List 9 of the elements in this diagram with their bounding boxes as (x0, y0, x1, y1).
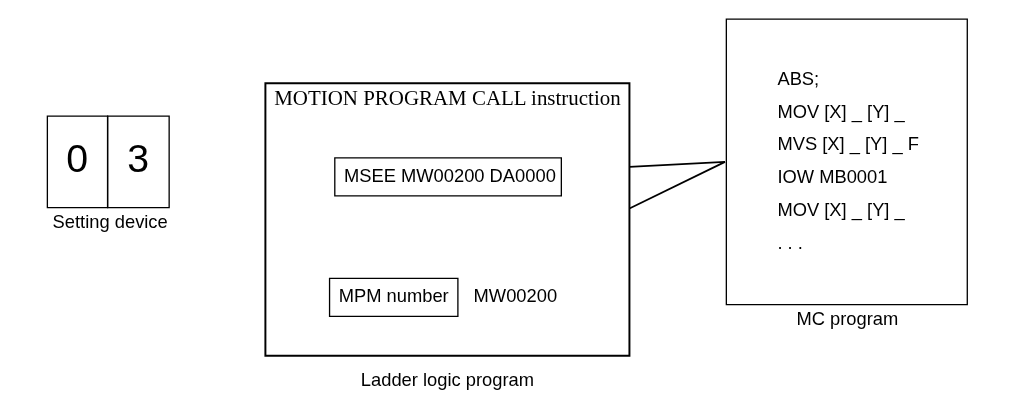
node-label: Setting device (52, 210, 168, 232)
connector (628, 161, 726, 168)
connector (628, 161, 726, 210)
node-label: MC program (795, 307, 898, 329)
node-box: MSEE MW00200 DA0000 (333, 157, 562, 197)
node-box: MPM number (328, 277, 459, 318)
node-label: MW00200 (473, 285, 557, 307)
node-box: ABS; MOV [X] _ [Y] _ MVS [X] _ [Y] _ F IOW MB0001 MOV [X] _ [Y] _ . . . (725, 18, 968, 306)
node-label: Ladder logic program (360, 369, 534, 391)
